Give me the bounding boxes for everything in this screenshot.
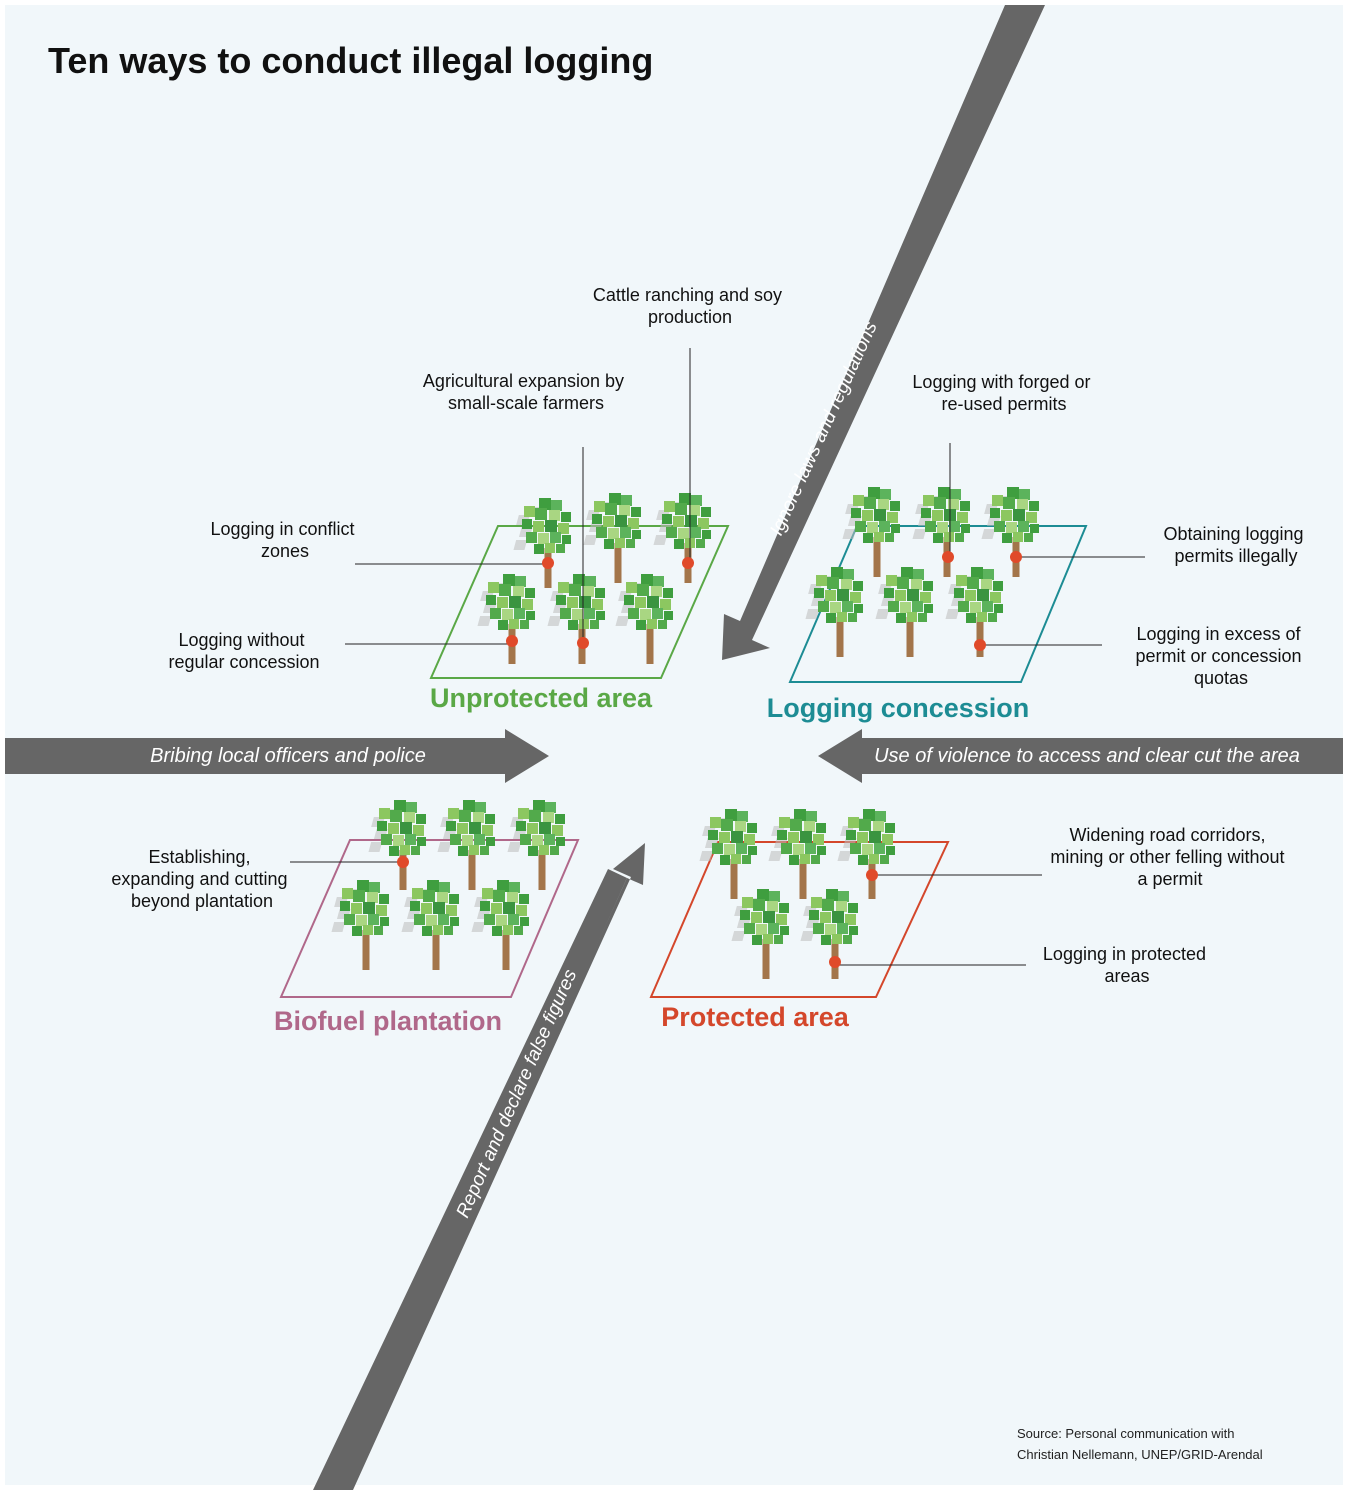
protected-area-group: Protected area xyxy=(649,809,950,1032)
arrow-ignore-laws xyxy=(722,5,1045,660)
logging-marker xyxy=(397,856,409,868)
unprotected-area-outline xyxy=(429,525,730,679)
logging-marker xyxy=(682,557,694,569)
label-forged-permits: Logging with forged or re-used permits xyxy=(912,372,1095,414)
protected-area-title: Protected area xyxy=(661,1002,850,1032)
source-note: Source: Personal communication with Chri… xyxy=(1017,1426,1263,1462)
logging-marker xyxy=(577,637,589,649)
label-excess-quotas: Logging in excess of permit or concessio… xyxy=(1135,624,1306,688)
logging-marker xyxy=(542,557,554,569)
label-agricultural-expansion: Agricultural expansion by small-scale fa… xyxy=(423,371,629,413)
arrow-bribing xyxy=(5,729,549,783)
logging-marker xyxy=(942,551,954,563)
unprotected-area-title: Unprotected area xyxy=(430,683,653,713)
logging-marker xyxy=(974,639,986,651)
label-obtaining-permits: Obtaining logging permits illegally xyxy=(1163,524,1308,566)
logging-concession-title: Logging concession xyxy=(767,693,1030,723)
label-conflict-zones: Logging in conflict zones xyxy=(210,519,359,561)
logging-markers xyxy=(397,551,1022,968)
labels: Cattle ranching and soy production Agric… xyxy=(111,285,1308,986)
biofuel-plantation-group: Biofuel plantation xyxy=(274,800,580,1036)
logging-marker xyxy=(829,956,841,968)
arrow-bribing-label: Bribing local officers and police xyxy=(150,745,426,767)
arrow-violence-label: Use of violence to access and clear cut … xyxy=(874,745,1300,767)
arrow-violence xyxy=(818,729,1343,783)
biofuel-plantation-outline xyxy=(279,839,580,998)
label-protected-logging: Logging in protected areas xyxy=(1043,944,1211,986)
page-title: Ten ways to conduct illegal logging xyxy=(48,40,653,81)
label-establishing-plantation: Establishing, expanding and cutting beyo… xyxy=(111,847,292,911)
logging-concession-group: Logging concession xyxy=(767,487,1088,723)
label-without-concession: Logging without regular concession xyxy=(168,630,319,672)
logging-marker xyxy=(1010,551,1022,563)
unprotected-area-group: Unprotected area xyxy=(429,493,730,713)
logging-marker xyxy=(506,635,518,647)
label-cattle-ranching: Cattle ranching and soy production xyxy=(593,285,787,327)
leader-lines xyxy=(290,348,1145,966)
biofuel-plantation-title: Biofuel plantation xyxy=(274,1006,502,1036)
label-widening-roads: Widening road corridors, mining or other… xyxy=(1050,825,1289,889)
logging-marker xyxy=(866,869,878,881)
arrow-report-false-shaft xyxy=(313,869,627,1490)
